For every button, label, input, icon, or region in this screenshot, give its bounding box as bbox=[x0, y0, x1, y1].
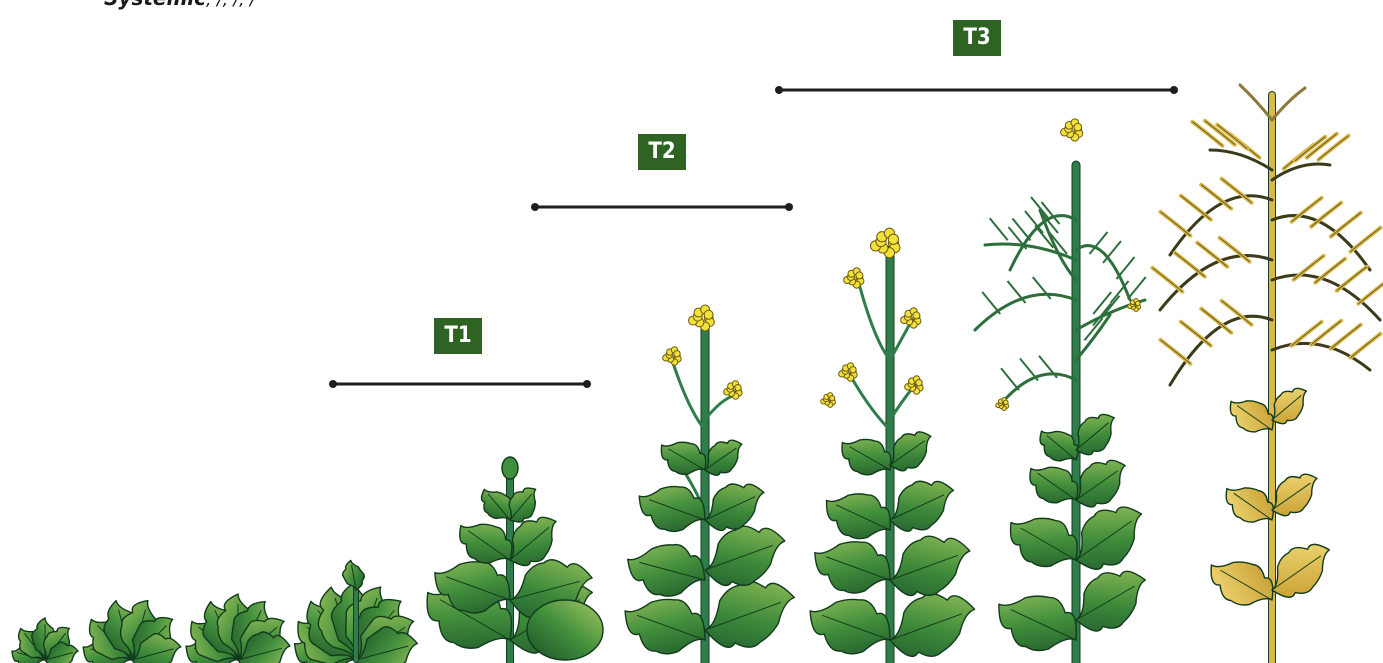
timing-bar-t2 bbox=[531, 203, 793, 211]
plant-stem-extension bbox=[412, 457, 609, 663]
timing-bar-t3 bbox=[775, 86, 1178, 94]
timing-badge-t1: T1 bbox=[434, 318, 482, 354]
plant-rosette bbox=[285, 559, 428, 663]
plant-4-leaf bbox=[179, 593, 298, 663]
plant-pod-set bbox=[975, 119, 1159, 663]
timing-badge-t2: T2 bbox=[638, 134, 686, 170]
timing-bar-t1 bbox=[329, 380, 591, 388]
plant-full-flowering bbox=[800, 228, 985, 663]
timing-badge-t3: T3 bbox=[953, 20, 1001, 56]
plant-cotyledon bbox=[9, 618, 82, 663]
plant-early-flowering bbox=[615, 305, 805, 663]
plant-2-leaf bbox=[78, 596, 187, 663]
plant-ripening bbox=[1152, 85, 1383, 663]
